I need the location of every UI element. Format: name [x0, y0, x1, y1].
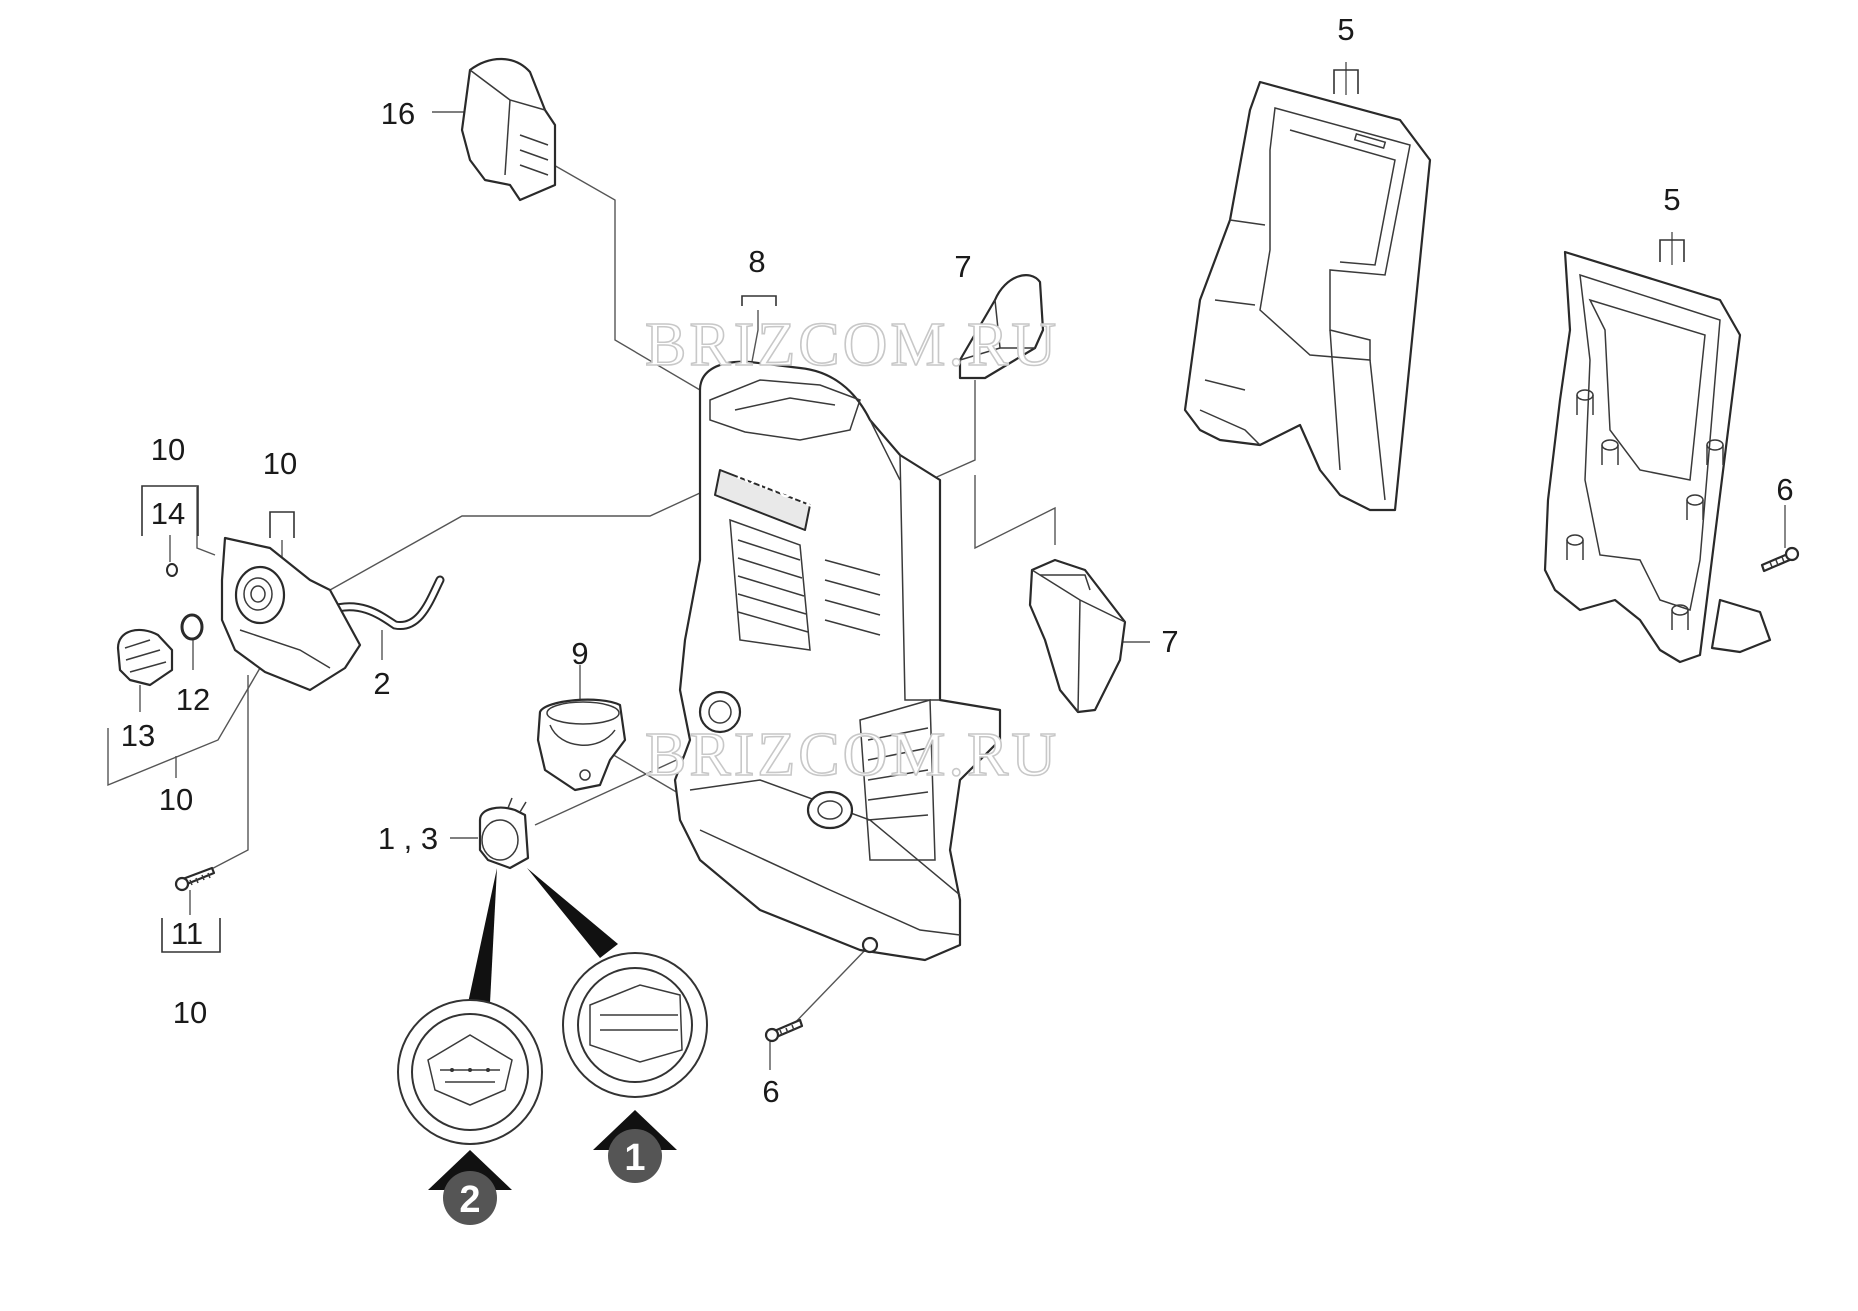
bracket-5-mid	[1333, 69, 1359, 94]
callout-1-3: 1 , 3	[378, 821, 438, 856]
callout-7-top: 7	[954, 249, 971, 284]
variant-detail-1: 1	[527, 868, 708, 1183]
watermarks: BRIZCOM.RU BRIZCOM.RU	[644, 310, 1059, 790]
callout-5-right: 5	[1663, 182, 1680, 217]
leader-10-a	[196, 487, 216, 556]
callout-16: 16	[381, 96, 415, 131]
callout-9: 9	[571, 636, 588, 671]
front-grille	[729, 518, 881, 651]
part-14-small-ring	[166, 563, 178, 577]
callout-13: 13	[121, 718, 155, 753]
part-7-right-tray	[1028, 558, 1127, 714]
part-16-clip	[460, 57, 557, 202]
leader-7-right-a	[974, 475, 1056, 550]
part-5-frame-mid	[1183, 80, 1432, 512]
bracket-8	[741, 295, 777, 306]
callout-10-c: 10	[159, 782, 193, 817]
callout-8: 8	[748, 244, 765, 279]
part-12-oring	[180, 613, 204, 641]
callout-10-b: 10	[263, 446, 297, 481]
callout-11: 11	[171, 916, 203, 951]
part-8-main-housing: KÄRCHER	[673, 360, 1002, 962]
variant-detail-2: 2	[397, 868, 543, 1225]
watermark-top: BRIZCOM.RU	[645, 311, 1059, 379]
callout-14: 14	[151, 496, 185, 531]
bracket-10-b	[269, 511, 295, 538]
leader-lines	[107, 62, 1786, 1070]
callout-brackets	[141, 69, 1685, 953]
callout-6-right: 6	[1776, 472, 1793, 507]
callout-10-a: 10	[151, 432, 185, 467]
callout-7-right: 7	[1161, 624, 1178, 659]
part-10-bracket	[220, 536, 362, 692]
leader-7-top	[929, 380, 976, 481]
callout-10-d: 10	[173, 995, 207, 1030]
part-6-screw-bottom	[764, 1018, 804, 1043]
side-port	[806, 790, 854, 830]
part-6-screw-right	[1760, 546, 1800, 573]
bracket-14	[141, 485, 199, 536]
leader-16	[544, 159, 701, 391]
variant-badge-1: 1	[624, 1137, 645, 1179]
leader-11	[199, 675, 249, 876]
leader-2	[329, 492, 701, 591]
part-7-top-hook	[958, 274, 1045, 380]
part-1-3-knob	[478, 797, 530, 870]
callout-6-bottom: 6	[762, 1074, 779, 1109]
bracket-11	[161, 918, 221, 953]
brand-band	[714, 469, 811, 531]
callout-labels: 16 8 7 7 5 5 6 6 9 10 14 10 2 12 13 10 1…	[121, 12, 1794, 1109]
part-9-holder	[536, 698, 627, 792]
watermark-middle: BRIZCOM.RU	[645, 721, 1059, 789]
callout-5-mid: 5	[1337, 12, 1354, 47]
knob-port	[698, 690, 742, 734]
part-11-screw	[174, 866, 216, 892]
bracket-5-right	[1659, 239, 1685, 262]
part-5-frame-right	[1543, 250, 1772, 664]
leader-10-c	[107, 667, 261, 787]
leader-6-bottom	[787, 944, 871, 1031]
callout-12: 12	[176, 682, 210, 717]
variant-badge-2: 2	[459, 1179, 480, 1221]
part-2-hose	[325, 575, 445, 630]
callout-2: 2	[373, 666, 390, 701]
part-13-cap	[116, 628, 174, 687]
